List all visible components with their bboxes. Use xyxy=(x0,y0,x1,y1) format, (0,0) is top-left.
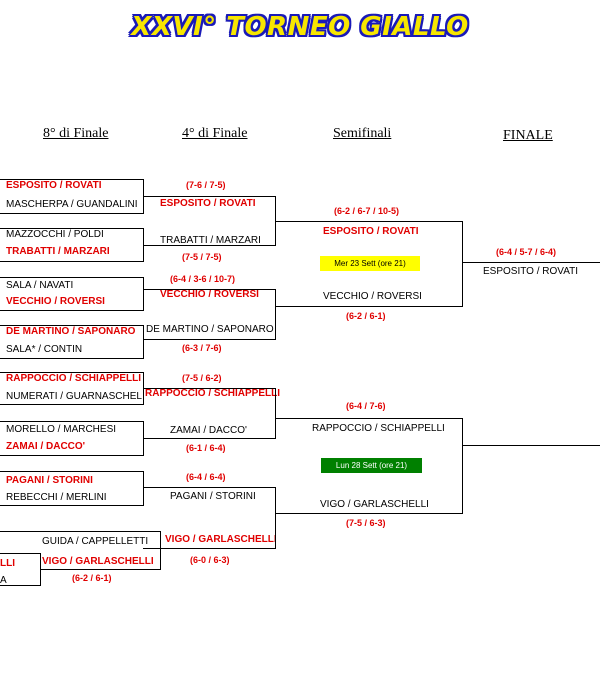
sf-team: RAPPOCCIO / SCHIAPPELLI xyxy=(312,423,445,434)
r16-score: (6-1 / 6-4) xyxy=(186,443,226,453)
tournament-title: XXVI° TORNEO GIALLO xyxy=(131,12,469,42)
r16-score: (7-6 / 7-5) xyxy=(186,180,226,190)
qf-team: VIGO / GARLASCHELLI xyxy=(165,534,277,545)
r16-team: PAGANI / STORINI xyxy=(6,475,93,486)
qf-team: ESPOSITO / ROVATI xyxy=(160,198,256,209)
r16-team: DE MARTINO / SAPONARO xyxy=(6,326,136,337)
qf-score: (6-2 / 6-7 / 10-5) xyxy=(334,206,400,216)
r16-score: (6-4 / 3-6 / 10-7) xyxy=(170,274,236,284)
header-r16: 8° di Finale xyxy=(43,126,109,141)
header-final: FINALE xyxy=(503,128,553,143)
qf-team: VECCHIO / ROVERSI xyxy=(160,289,259,300)
r16-team: ZAMAI / DACCO' xyxy=(6,441,86,452)
r16-team: SALA* / CONTIN xyxy=(6,344,83,355)
qf-score: (7-5 / 6-3) xyxy=(346,518,386,528)
qf-team: DE MARTINO / SAPONARO xyxy=(146,324,274,335)
r16-team: VIGO / GARLASCHELLI xyxy=(42,556,154,567)
qf-score: (6-4 / 7-6) xyxy=(346,401,386,411)
r16-score: (6-4 / 6-4) xyxy=(186,472,226,482)
qf-team: ZAMAI / DACCO' xyxy=(170,425,247,436)
r16-score: (6-0 / 6-3) xyxy=(190,555,230,565)
r16-score: (7-5 / 7-5) xyxy=(182,252,222,262)
qf-team: RAPPOCCIO / SCHIAPPELLI xyxy=(145,388,281,399)
r16-team: MASCHERPA / GUANDALINI xyxy=(6,199,138,210)
r16-team: NUMERATI / GUARNASCHEL xyxy=(6,391,142,402)
r16-team: MORELLO / MARCHESI xyxy=(6,424,117,435)
r16-team: VECCHIO / ROVERSI xyxy=(6,296,105,307)
final-score: (6-4 / 5-7 / 6-4) xyxy=(496,247,557,257)
r16-team: TRABATTI / MARZARI xyxy=(6,246,110,257)
final-team: ESPOSITO / ROVATI xyxy=(483,266,579,277)
sf-team: VECCHIO / ROVERSI xyxy=(323,291,422,302)
r16-team: LLI xyxy=(0,558,15,569)
r16-team: GUIDA / CAPPELLETTI xyxy=(42,536,149,547)
sf-team: ESPOSITO / ROVATI xyxy=(323,226,419,237)
r16-team: A xyxy=(0,575,7,586)
r16-team: RAPPOCCIO / SCHIAPPELLI xyxy=(6,373,142,384)
r16-team: REBECCHI / MERLINI xyxy=(6,492,107,503)
r16-team: SALA / NAVATI xyxy=(6,280,74,291)
header-sf: Semifinali xyxy=(333,126,392,141)
r16-team: ESPOSITO / ROVATI xyxy=(6,180,102,191)
r16-team: MAZZOCCHI / POLDI xyxy=(6,229,104,240)
qf-team: TRABATTI / MARZARI xyxy=(160,235,261,246)
sf-team: VIGO / GARLASCHELLI xyxy=(320,499,429,510)
r16-score: (6-3 / 7-6) xyxy=(182,343,222,353)
sf-date-badge: Mer 23 Sett (ore 21) xyxy=(320,256,420,271)
r16-score: (7-5 / 6-2) xyxy=(182,373,222,383)
sf-date-badge: Lun 28 Sett (ore 21) xyxy=(321,458,422,473)
header-qf: 4° di Finale xyxy=(182,126,248,141)
r16-score: (6-2 / 6-1) xyxy=(72,573,112,583)
qf-team: PAGANI / STORINI xyxy=(170,491,256,502)
qf-score: (6-2 / 6-1) xyxy=(346,311,386,321)
